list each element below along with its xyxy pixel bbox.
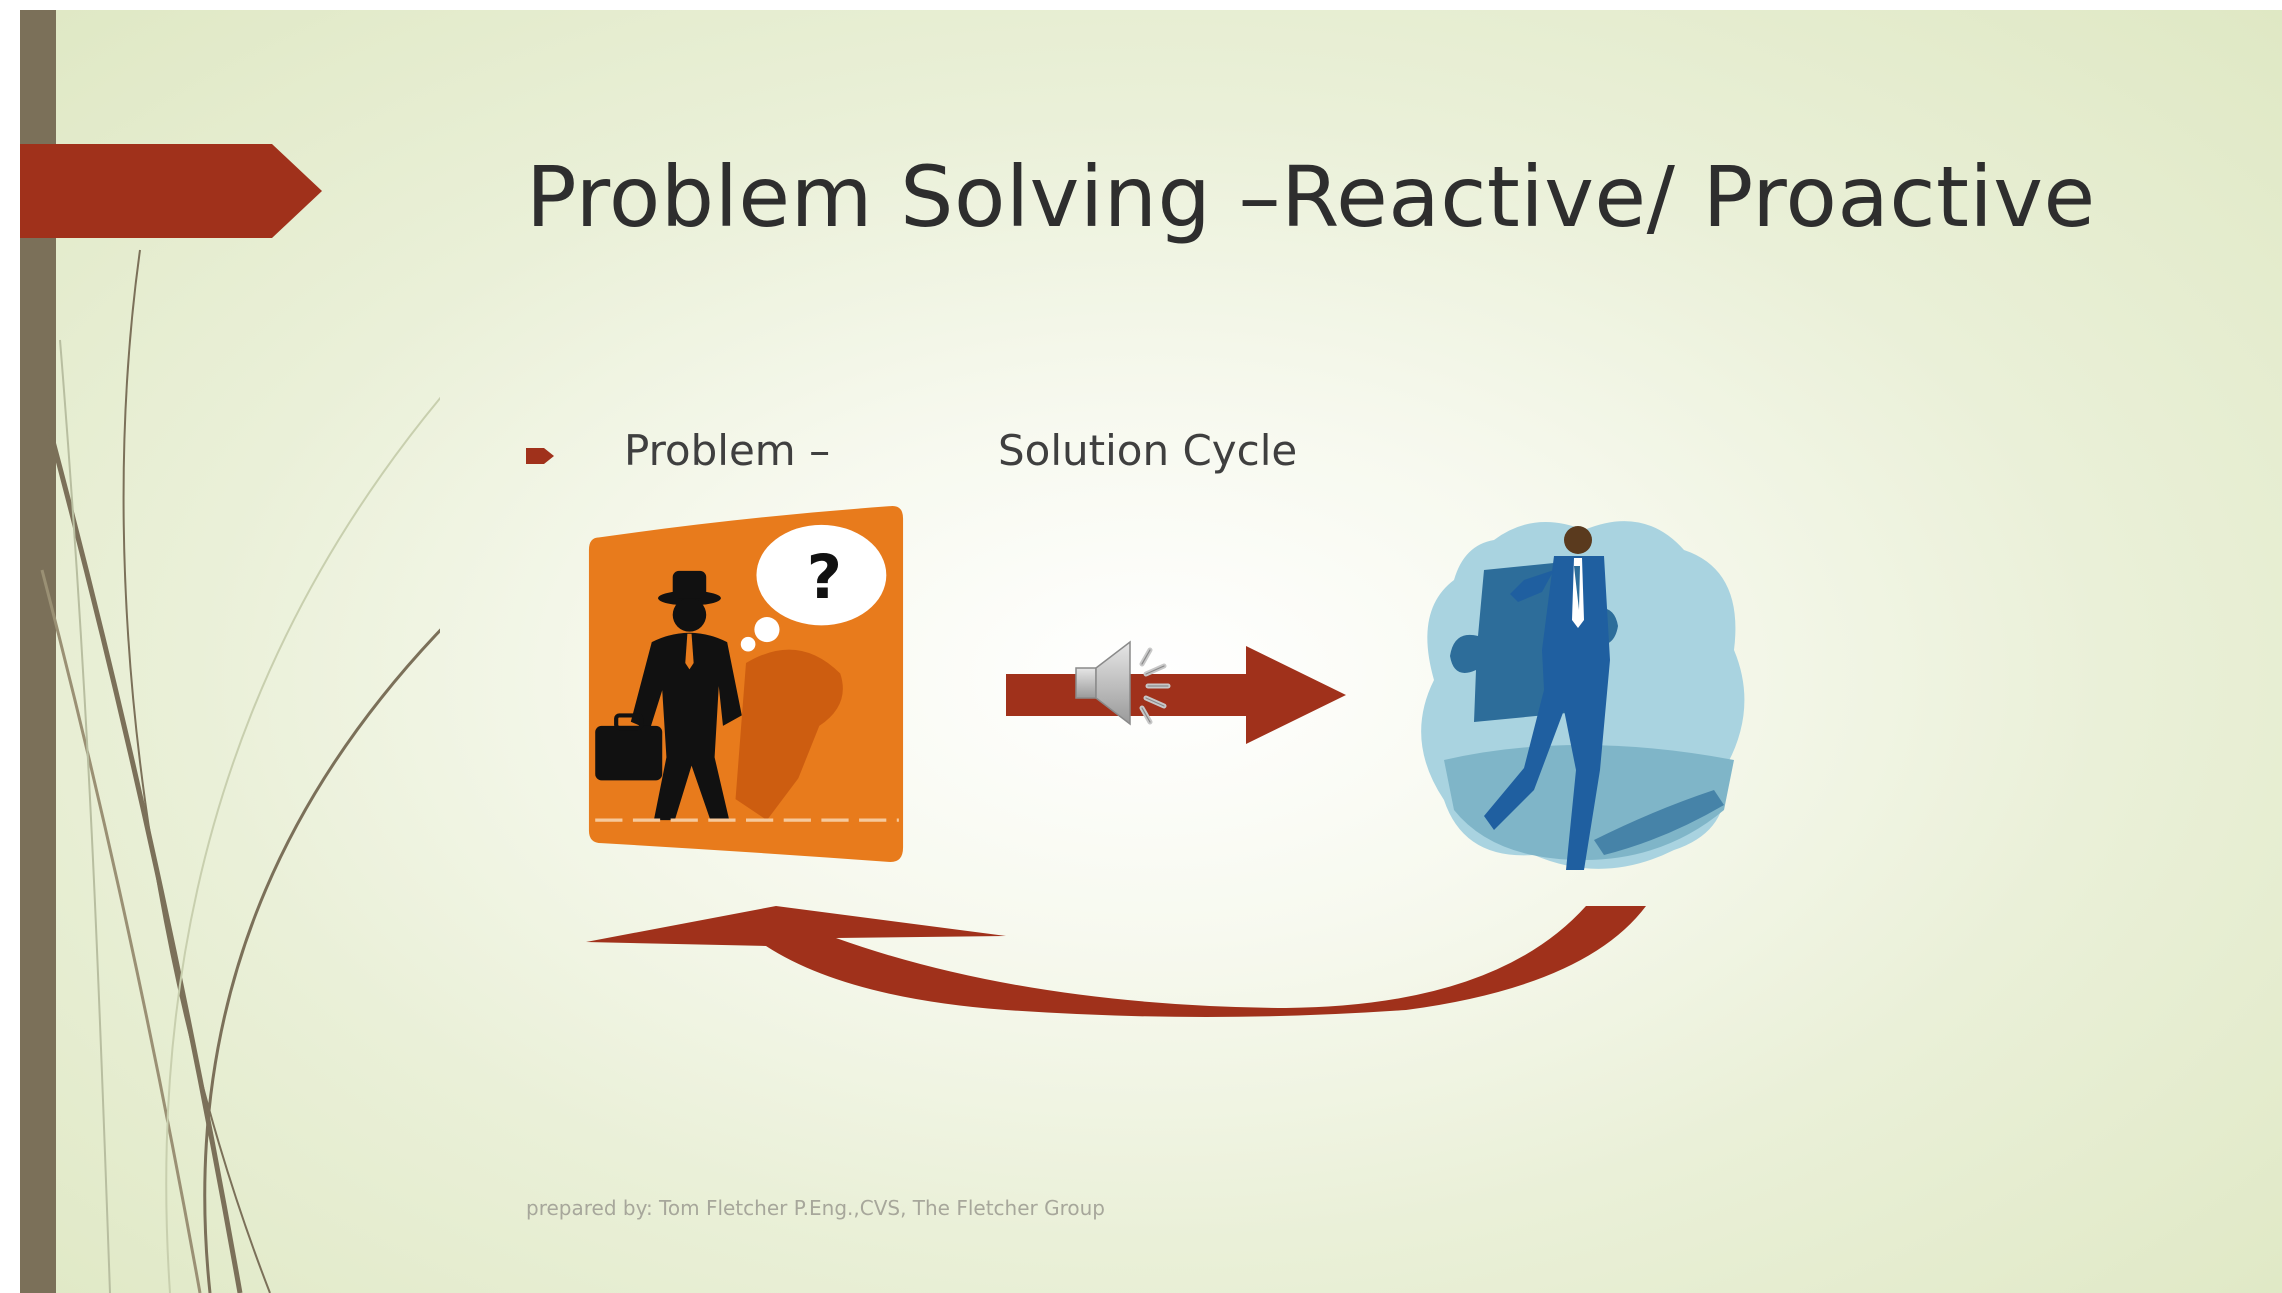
- slide: Problem Solving –Reactive/ Proactive Pro…: [20, 10, 2282, 1293]
- curved-return-arrow-icon: [586, 906, 1646, 1017]
- bullet-arrow-icon: [526, 448, 554, 464]
- slide-title: Problem Solving –Reactive/ Proactive: [526, 148, 2096, 246]
- speaker-icon[interactable]: [1068, 628, 1178, 738]
- decorative-swoosh-lines: [40, 249, 440, 1293]
- right-arrow-icon: [1006, 646, 1346, 744]
- title-tab-arrow-icon: [20, 144, 322, 238]
- footer-credit: prepared by: Tom Fletcher P.Eng.,CVS, Th…: [526, 1196, 1105, 1220]
- svg-text:?: ?: [807, 543, 842, 613]
- bullet-text-solution-cycle: Solution Cycle: [998, 426, 1298, 475]
- solution-puzzle-man-clipart: [1421, 521, 1745, 870]
- problem-man-clipart: ?: [588, 506, 904, 862]
- bullet-text-problem: Problem –: [624, 426, 831, 475]
